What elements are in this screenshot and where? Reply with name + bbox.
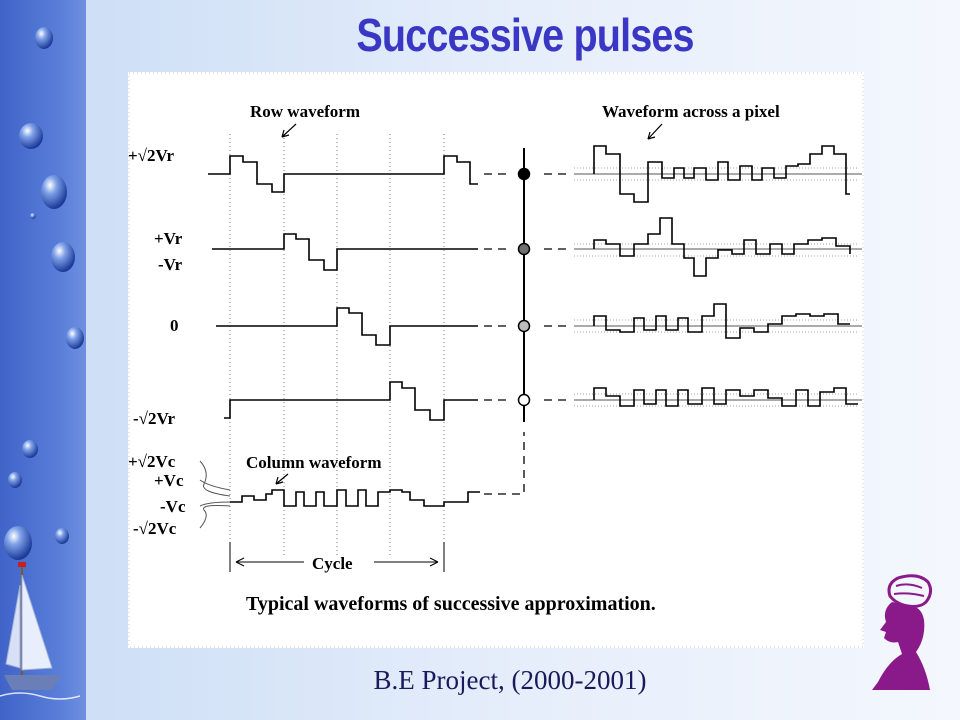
- pixel-waveforms: [593, 145, 858, 407]
- row-waveforms: [208, 155, 478, 421]
- row-waveform-3: [216, 307, 478, 346]
- cycle-label: Cycle: [312, 554, 353, 573]
- pixel-waveform-4: [593, 387, 858, 407]
- pixel-nodes: [517, 167, 531, 407]
- slide-title: Successive pulses: [356, 9, 694, 61]
- bubble-icons: [4, 27, 84, 560]
- slide-footer: B.E Project, (2000-2001): [373, 665, 647, 695]
- level-plus-sqrt2-vr: +√2Vr: [128, 146, 175, 165]
- level-minus-vr: -Vr: [158, 255, 183, 274]
- sidebar-decoration: [0, 0, 86, 720]
- level-minus-sqrt2-vr: -√2Vr: [133, 409, 176, 428]
- waveform-figure: Row waveform Waveform across a pixel Col…: [128, 72, 864, 648]
- row-waveform-1: [208, 155, 478, 193]
- level-plus-sqrt2-vc: +√2Vc: [128, 452, 176, 471]
- level-zero: 0: [170, 316, 179, 335]
- figure-caption: Typical waveforms of successive approxim…: [246, 593, 656, 615]
- pixel-waveform-3: [593, 303, 850, 339]
- level-minus-vc: -Vc: [160, 497, 186, 516]
- level-minus-sqrt2-vc: -√2Vc: [133, 519, 177, 538]
- portrait-logo-icon: [868, 572, 938, 697]
- pixel-waveform-2: [593, 217, 851, 277]
- time-grid: [229, 134, 445, 557]
- column-waveform-label: Column waveform: [246, 453, 382, 472]
- row-waveform-2: [212, 233, 478, 271]
- row-waveform-label: Row waveform: [250, 102, 360, 121]
- row-waveform-4: [224, 381, 478, 421]
- pixel-waveform-1: [593, 145, 850, 203]
- pixel-waveform-label: Waveform across a pixel: [602, 102, 780, 121]
- sailboat-icon: [0, 562, 81, 700]
- level-plus-vc: +Vc: [154, 471, 184, 490]
- column-waveform: [230, 489, 480, 507]
- level-plus-vr: +Vr: [154, 229, 183, 248]
